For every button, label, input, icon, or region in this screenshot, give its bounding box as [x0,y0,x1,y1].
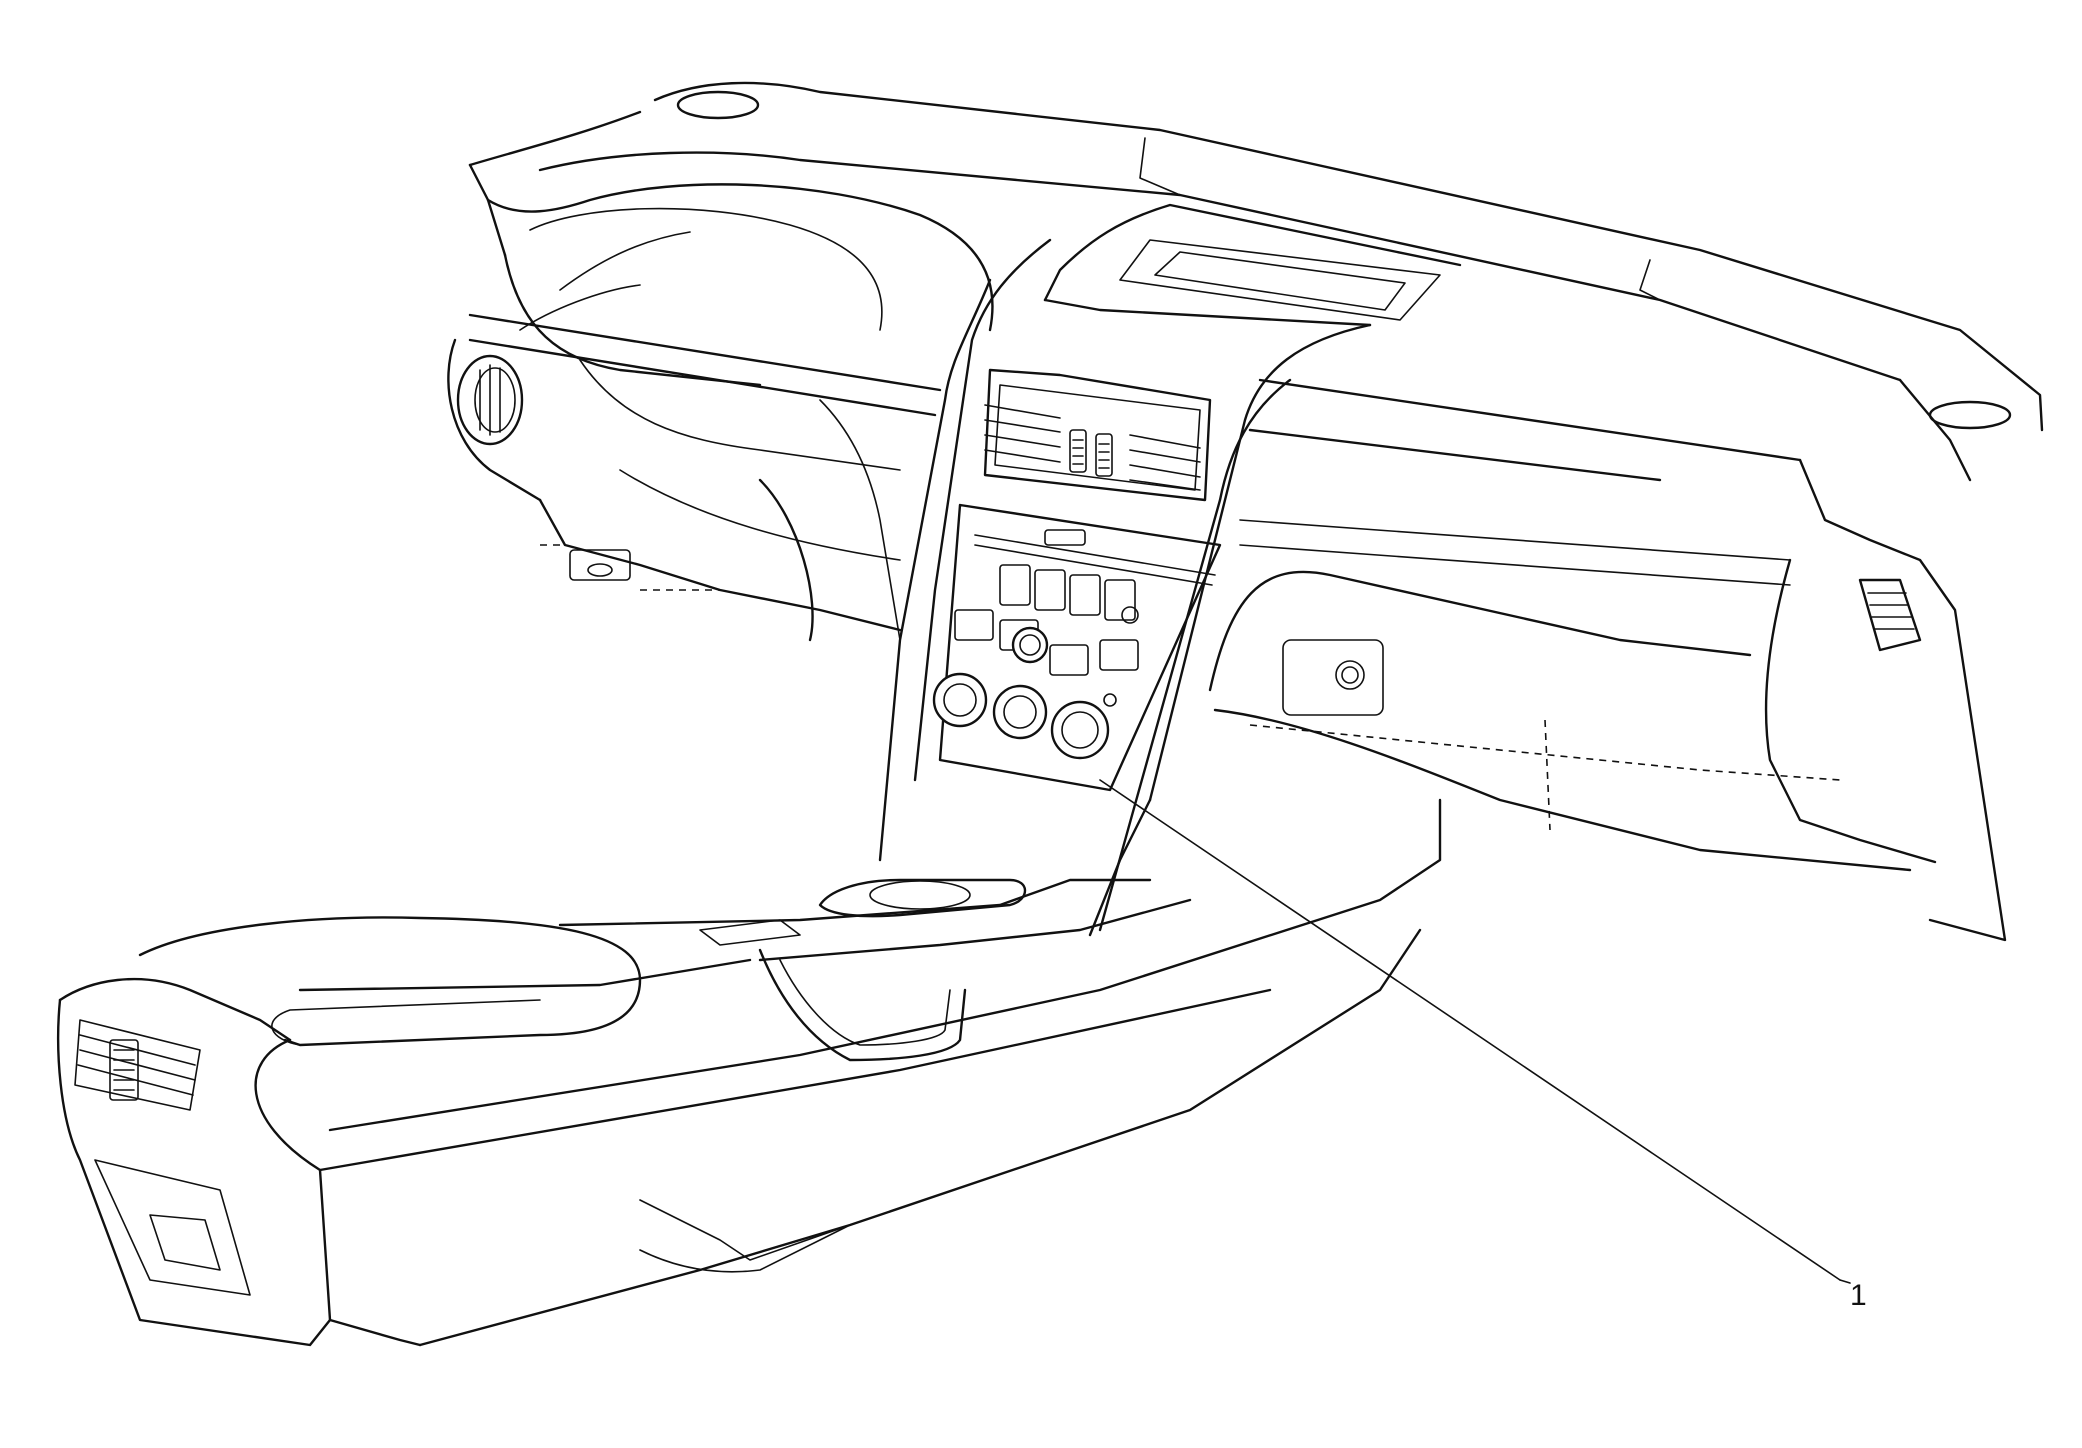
center-stack-right-pillar [1088,323,1372,937]
left-lower-panel [538,399,902,642]
hvac-fan-knob [932,672,988,728]
radio-preset-buttons [999,564,1136,621]
upper-display-housing [1043,203,1462,327]
left-outboard-vent [447,338,542,502]
right-outboard-vent [1858,578,1922,652]
rear-console-end [56,977,851,1347]
hvac-control-knobs [932,672,1110,760]
center-air-vents [983,368,1212,502]
callout-leader [1099,779,1851,1284]
passenger-dashboard [1208,378,2007,942]
callout-label-1: 1 [1850,1279,1867,1312]
glovebox-latch [1282,639,1384,716]
radio-volume-knob [1011,626,1049,664]
hvac-mode-knob [992,684,1048,740]
dashboard-top-surface [468,81,2044,482]
console-armrest [138,916,642,1047]
instrument-cluster-hood [468,183,994,561]
center-console [298,798,1442,1347]
radio-faceplate [938,503,1222,792]
hvac-temperature-knob [1050,700,1110,760]
center-stack-left-pillar [878,238,1052,862]
